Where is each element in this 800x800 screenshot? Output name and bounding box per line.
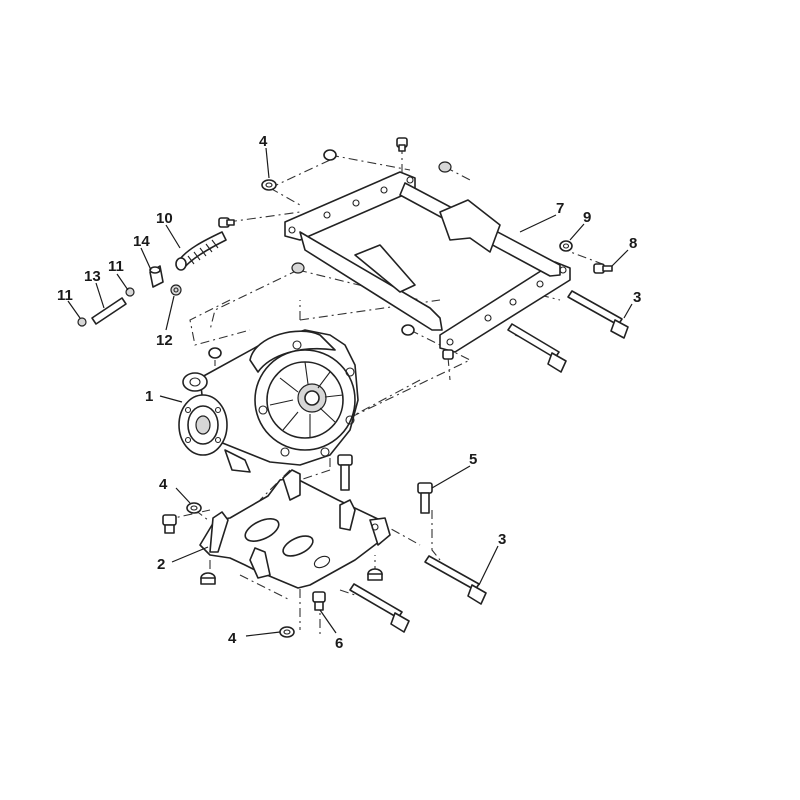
nut-top-1 (323, 149, 337, 161)
callout-1: 1 (145, 388, 153, 405)
washer-4-bottom (279, 626, 295, 638)
callout-7: 7 (556, 200, 564, 217)
bolt-top-1 (396, 137, 408, 152)
callout-labels: 1 2 3 3 4 4 4 5 6 7 8 9 10 11 11 12 13 1… (57, 133, 641, 652)
clip-11-left (77, 317, 87, 327)
pin-13 (91, 297, 127, 325)
housing-ribs (269, 361, 344, 438)
housing-bolt-holes (258, 340, 355, 457)
frame-assembly (284, 171, 571, 353)
washer-4-mid (186, 502, 202, 514)
pin-14 (149, 265, 164, 288)
hardware (162, 137, 629, 638)
callout-11-left: 11 (57, 287, 73, 304)
nut-under-plate-left (200, 572, 216, 585)
callout-11-right: 11 (108, 258, 124, 275)
callout-9: 9 (583, 209, 591, 226)
gearbox-housing (178, 329, 359, 473)
clip-12 (170, 284, 182, 296)
nut-left-housing (208, 347, 222, 359)
long-bolt-bottom (349, 583, 410, 633)
callout-13: 13 (84, 268, 101, 285)
bolt-6 (312, 591, 326, 611)
callout-4-bottom: 4 (228, 630, 237, 647)
frame-holes (288, 176, 567, 346)
callout-4-mid: 4 (159, 476, 168, 493)
bolt-left (218, 217, 235, 228)
nut-under-plate-right (367, 568, 383, 581)
nut-center (401, 324, 415, 336)
callout-5: 5 (469, 451, 477, 468)
callout-6: 6 (335, 635, 343, 652)
leader-lines (67, 147, 633, 637)
long-bolt-3-top (567, 290, 629, 339)
bolt-under-housing (337, 454, 353, 491)
callout-3-top: 3 (633, 289, 641, 306)
bolt-5 (417, 482, 433, 514)
nut-mid (291, 262, 305, 274)
callout-14: 14 (133, 233, 150, 250)
bolt-left-plate (162, 514, 177, 534)
upper-mount (182, 372, 208, 392)
callout-10: 10 (156, 210, 173, 227)
washer-9 (559, 240, 573, 252)
callout-3-bottom: 3 (498, 531, 506, 548)
long-bolt-mid (507, 323, 567, 373)
spring-10 (175, 231, 227, 271)
small-parts (77, 231, 227, 327)
callout-12: 12 (156, 332, 173, 349)
callout-2: 2 (157, 556, 165, 573)
output-hub (178, 394, 228, 456)
callout-8: 8 (629, 235, 637, 252)
bolt-center (442, 349, 454, 360)
callout-4-top: 4 (259, 133, 268, 150)
long-bolt-3-bottom (424, 555, 487, 605)
bolt-8 (593, 263, 613, 274)
washer-4-top (261, 179, 277, 191)
nut-top-2 (438, 161, 452, 173)
skid-plate (199, 469, 391, 589)
